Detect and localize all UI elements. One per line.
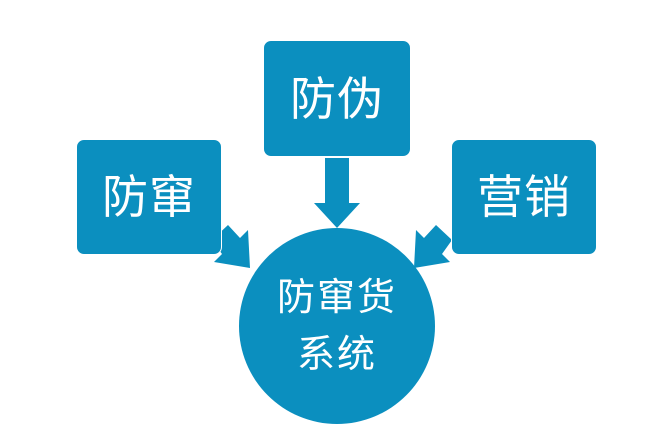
arrow-top-to-center (314, 158, 360, 228)
node-label: 防窜 (102, 170, 196, 224)
center-label-line1: 防窜货 (276, 275, 397, 319)
node-anti-counterfeit: 防伪 (263, 40, 411, 157)
node-marketing: 营销 (451, 139, 597, 255)
node-label: 营销 (477, 170, 571, 224)
arrow-right-to-center (414, 225, 452, 268)
node-label: 防伪 (290, 71, 384, 126)
center-node-system: 防窜货 系统 (239, 228, 435, 424)
center-label-line2: 系统 (296, 332, 377, 376)
node-anti-diversion: 防窜 (76, 139, 222, 255)
